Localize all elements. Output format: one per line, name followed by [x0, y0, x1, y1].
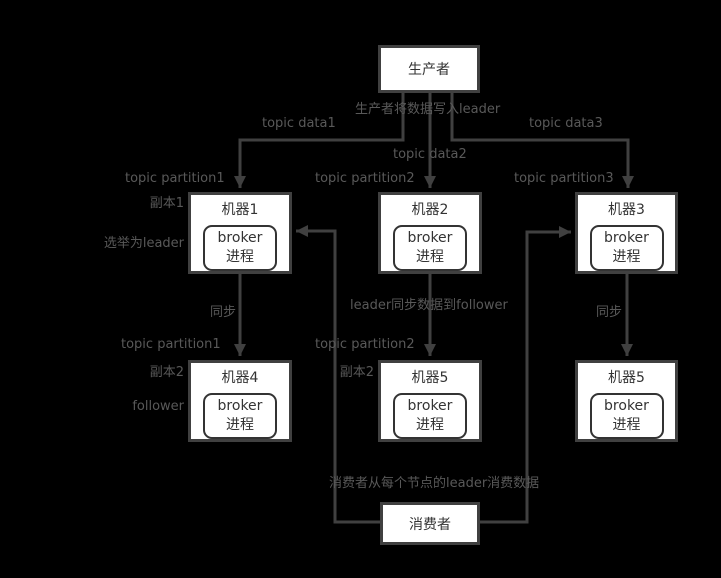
edge-producer-machine1: [234, 93, 405, 188]
label-producer-write-leader: 生产者将数据写入leader: [355, 102, 501, 117]
label-elected-as-leader: 选举为leader: [103, 236, 184, 251]
broker-process-line1: broker: [217, 398, 263, 414]
machine-name-2: 机器2: [411, 202, 449, 218]
label-topic-data1: topic data1: [262, 116, 336, 131]
broker-process-box-3: broker 进程: [589, 224, 664, 271]
label-replica2-left: 副本2: [149, 365, 184, 380]
broker-process-line1: broker: [407, 230, 453, 246]
consumer-box: 消费者: [380, 502, 480, 545]
broker-process-box-4: broker 进程: [203, 392, 277, 439]
label-topic-partition2-top: topic partition2: [315, 171, 415, 186]
machine-name-3: 机器3: [608, 202, 645, 218]
label-sync-left: 同步: [210, 305, 237, 320]
label-follower: follower: [132, 399, 184, 414]
machine-name-5-mid: 机器5: [411, 370, 449, 386]
label-topic-data3: topic data3: [529, 116, 603, 131]
label-topic-partition3-top: topic partition3: [514, 171, 614, 186]
edge-consumer-machine1: [296, 225, 380, 524]
broker-process-box-1: broker 进程: [203, 224, 277, 271]
label-consumer-consume: 消费者从每个节点的leader消费数据: [329, 476, 540, 491]
broker-process-line2: 进程: [612, 416, 641, 433]
consumer-label: 消费者: [409, 516, 451, 533]
broker-process-line2: 进程: [612, 248, 641, 265]
label-leader-sync-follower: leader同步数据到follower: [350, 298, 508, 313]
label-replica2-mid: 副本2: [339, 365, 374, 380]
machine-box-5-mid: 机器5 broker 进程: [378, 360, 482, 442]
broker-process-line2: 进程: [416, 416, 444, 433]
machine-box-2: 机器2 broker 进程: [378, 192, 482, 274]
machine-box-1: 机器1 broker 进程: [188, 192, 292, 274]
broker-process-line1: broker: [407, 398, 453, 414]
broker-process-line2: 进程: [226, 248, 254, 265]
broker-process-line2: 进程: [416, 248, 444, 265]
producer-label: 生产者: [408, 62, 450, 78]
machine-name-1: 机器1: [221, 202, 259, 218]
label-topic-partition1-bottom: topic partition1: [121, 337, 221, 352]
machine-box-4: 机器4 broker 进程: [188, 360, 292, 442]
broker-process-line1: broker: [604, 398, 649, 414]
broker-process-line1: broker: [217, 230, 263, 246]
label-topic-partition2-bottom: topic partition2: [315, 337, 415, 352]
label-sync-right: 同步: [596, 305, 623, 320]
label-topic-partition1-top: topic partition1: [125, 171, 225, 186]
label-replica1: 副本1: [149, 196, 184, 211]
machine-name-4: 机器4: [221, 370, 259, 386]
broker-process-line1: broker: [604, 230, 649, 246]
edge-consumer-machine3: [480, 226, 571, 524]
broker-process-box-5-right: broker 进程: [589, 392, 664, 439]
producer-box: 生产者: [378, 45, 480, 93]
machine-box-5-right: 机器5 broker 进程: [575, 360, 678, 442]
broker-process-box-5-mid: broker 进程: [393, 392, 467, 439]
label-topic-data2: topic data2: [393, 147, 467, 162]
machine-box-3: 机器3 broker 进程: [575, 192, 678, 274]
edge-producer-machine3: [450, 93, 634, 188]
broker-process-box-2: broker 进程: [393, 224, 467, 271]
machine-name-5-right: 机器5: [608, 370, 645, 386]
broker-process-line2: 进程: [226, 416, 254, 433]
